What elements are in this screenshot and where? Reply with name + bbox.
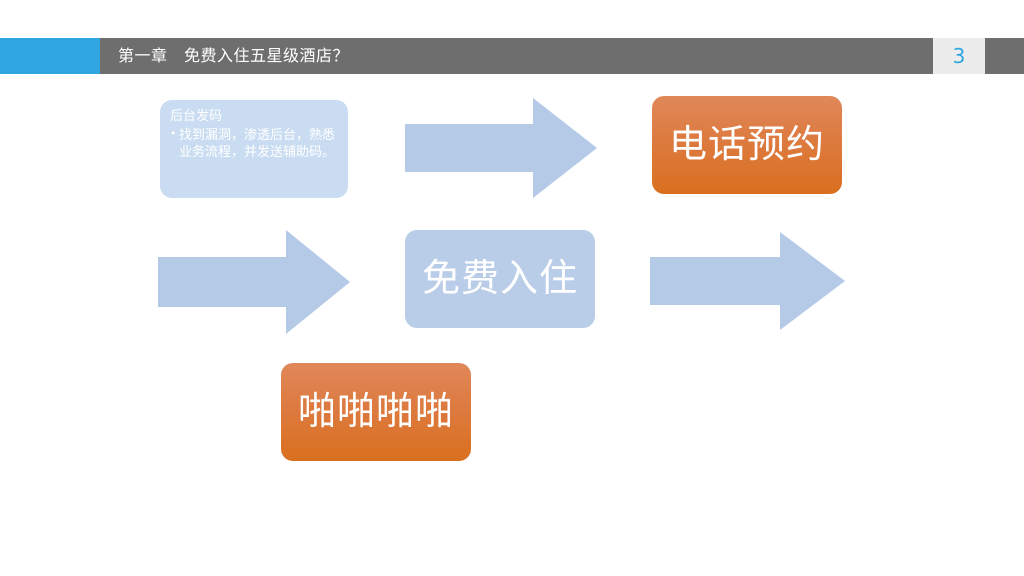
page-title: 第一章 免费入住五星级酒店？ xyxy=(118,46,350,65)
page-number-box: 3 xyxy=(933,38,985,74)
header-bar: 第一章 免费入住五星级酒店？ 3 xyxy=(0,38,1024,74)
node-papapapa[interactable]: 啪啪啪啪 xyxy=(281,363,471,461)
node-phone-booking-label: 电话预约 xyxy=(668,122,825,167)
header-tail-block xyxy=(985,38,1024,74)
node-papapapa-label: 啪啪啪啪 xyxy=(297,389,454,434)
node-free-stay-label: 免费入住 xyxy=(421,256,578,301)
arrow-right-top-icon xyxy=(405,98,597,198)
callout-textbox: 后台发码 找到漏洞，渗透后台，熟悉业务流程，并发送辅助码。 xyxy=(160,100,348,198)
arrow-right-middle-right-icon xyxy=(650,232,845,330)
node-free-stay[interactable]: 免费入住 xyxy=(405,230,595,328)
page-number: 3 xyxy=(952,44,966,68)
header-accent-block xyxy=(0,38,100,74)
callout-bullet-item: 找到漏洞，渗透后台，熟悉业务流程，并发送辅助码。 xyxy=(170,127,338,162)
header-title-bar: 第一章 免费入住五星级酒店？ xyxy=(100,38,933,74)
node-phone-booking[interactable]: 电话预约 xyxy=(652,96,842,194)
callout-title: 后台发码 xyxy=(170,109,223,124)
arrow-right-middle-left-icon xyxy=(158,230,350,334)
